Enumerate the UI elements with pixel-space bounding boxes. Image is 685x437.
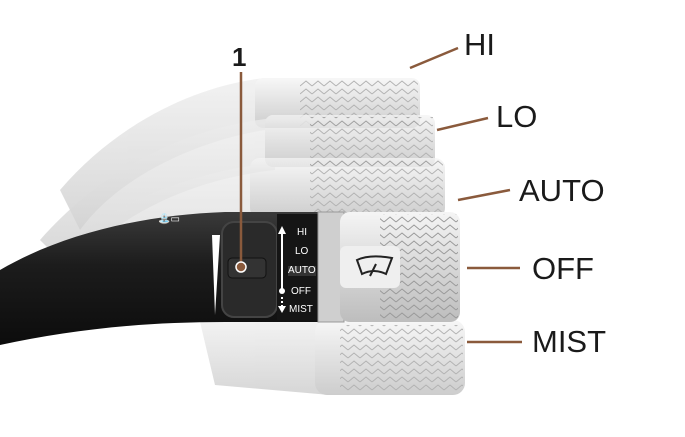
arrow-down-icon (278, 306, 286, 313)
windshield-wiper-icon (355, 255, 394, 277)
switch-label-auto: AUTO (288, 265, 316, 276)
label-mist: MIST (532, 324, 607, 359)
label-auto: AUTO (519, 173, 605, 208)
ghost-stalk-mist (200, 320, 465, 395)
label-hi: HI (464, 27, 495, 62)
switch-label-mist: MIST (289, 304, 313, 315)
intermittent-scale-wedge (212, 235, 220, 315)
switch-label-lo: LO (295, 246, 309, 257)
rear-wiper-button[interactable] (227, 257, 267, 279)
label-off: OFF (532, 251, 594, 286)
switch-label-hi: HI (297, 227, 307, 238)
callout-number: 1 (232, 42, 247, 72)
label-lo: LO (496, 99, 538, 134)
leader-lines (239, 46, 522, 344)
callout-dot (235, 261, 247, 273)
switch-label-off: OFF (291, 286, 311, 297)
washer-icon: ⛲▭ (158, 212, 180, 225)
